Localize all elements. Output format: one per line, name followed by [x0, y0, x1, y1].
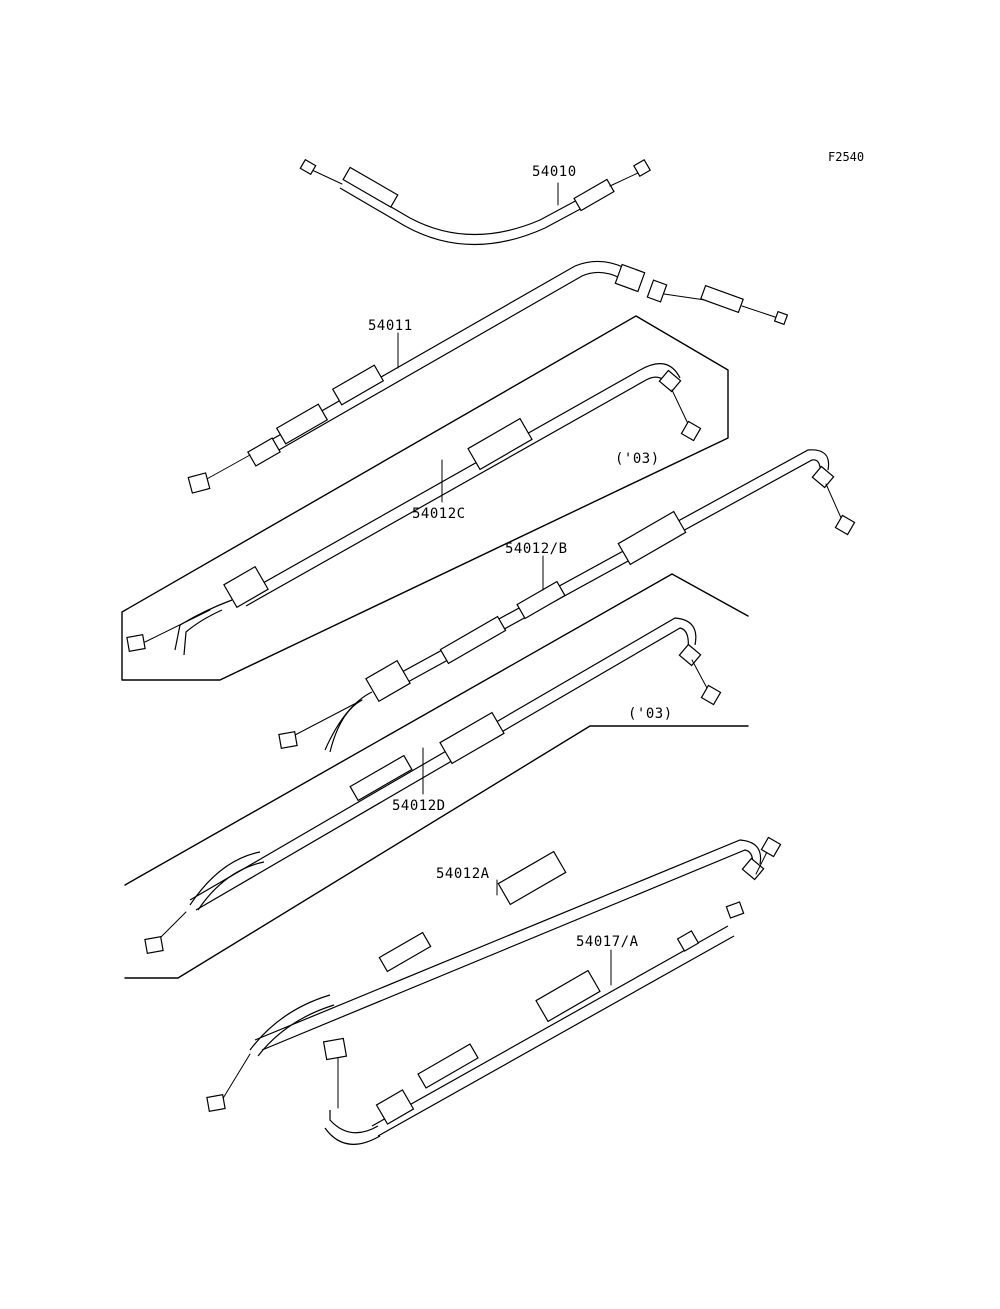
part-label-54012A: 54012A [436, 866, 490, 882]
part-label-54012C: 54012C [412, 506, 466, 522]
cable-54011[interactable] [187, 260, 789, 494]
part-label-03-upper: ('03) [615, 451, 660, 467]
cable-54012D[interactable] [144, 617, 722, 954]
part-label-54017A: 54017/A [576, 934, 639, 950]
cable-54012B[interactable] [278, 449, 856, 753]
group-box-03-upper [121, 315, 729, 681]
group-lines-03-lower [124, 573, 749, 979]
cable-54012A[interactable] [206, 836, 782, 1112]
cable-54012C[interactable] [126, 363, 702, 656]
cable-54010[interactable] [299, 158, 652, 246]
figure-id: F2540 [828, 150, 864, 164]
part-label-54010: 54010 [532, 164, 577, 180]
part-label-54011: 54011 [368, 318, 413, 334]
part-label-03-lower: ('03) [628, 706, 673, 722]
part-label-54012D: 54012D [392, 798, 446, 814]
part-label-54012B: 54012/B [505, 541, 568, 557]
cable-54017A[interactable] [322, 901, 745, 1145]
